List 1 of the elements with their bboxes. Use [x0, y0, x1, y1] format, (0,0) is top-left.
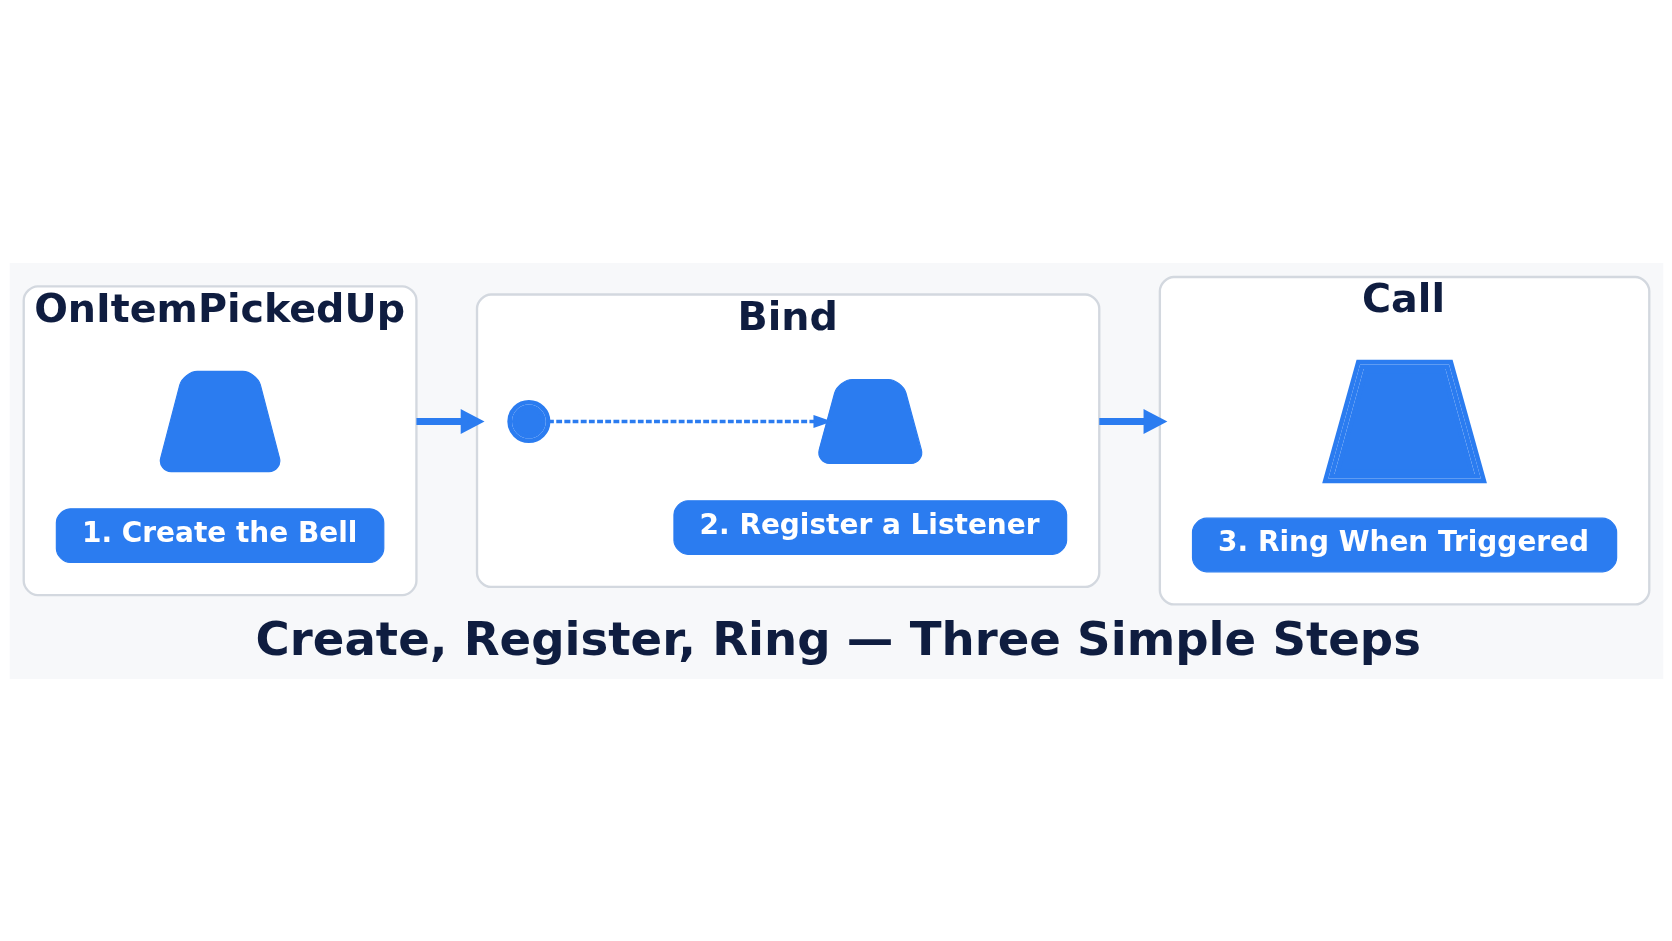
caption: Create, Register, Ring — Three Simple Steps	[255, 611, 1421, 666]
